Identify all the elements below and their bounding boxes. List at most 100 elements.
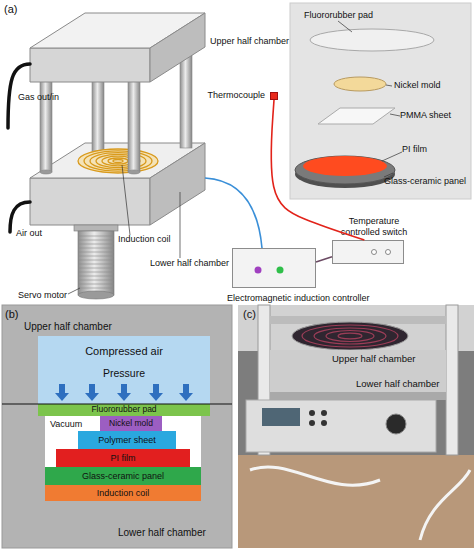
photo-panel [238, 455, 474, 548]
indicator-light [386, 250, 391, 255]
pressure-arrow [149, 384, 163, 401]
exploded-inset [303, 156, 387, 176]
wire-connector [271, 100, 364, 240]
photo-panel [238, 305, 474, 351]
induction-coil-spiral [108, 158, 128, 164]
node-text: PI film [110, 453, 135, 463]
part-label: Upper half chamber [332, 353, 415, 364]
photo-panel [446, 305, 458, 455]
photo-panel [292, 322, 408, 350]
pressure-arrow [179, 384, 193, 401]
part-label: Servo motor [18, 290, 67, 301]
exploded-inset [290, 3, 471, 199]
pressure-arrow [55, 384, 193, 401]
compressed-air-region: Compressed airPressure [38, 336, 210, 404]
node-text: Electromagnetic induction controller [227, 293, 370, 303]
part-label: Lower half chamber [118, 527, 206, 539]
lower-chamber-block [30, 143, 205, 225]
indicator-light [277, 267, 284, 274]
exploded-inset [290, 3, 471, 199]
part-label: PMMA sheet [400, 110, 451, 121]
photo-panel [314, 328, 386, 344]
indicator-light [372, 250, 377, 255]
chamber-seal-line [2, 403, 232, 404]
photo-panel [326, 331, 374, 342]
photo-panel [270, 392, 446, 400]
exploded-inset [334, 77, 386, 91]
part-label: Lower half chamber [356, 378, 439, 389]
thermocouple-sensor: Thermocouple [270, 92, 278, 100]
node-text: Polymer sheet [98, 435, 156, 445]
panel-layer: Glass-ceramic panel [45, 467, 201, 485]
pad-layer: Fluororubber pad [38, 404, 210, 416]
induction-coil-spiral [84, 151, 152, 171]
power-wire [205, 178, 262, 248]
servo-motor-cylinder [74, 225, 118, 299]
upper-chamber-block [150, 13, 205, 82]
part-label: Upper half chamber [24, 321, 112, 333]
induction-coil-spiral [78, 149, 158, 173]
section-panel [45, 416, 201, 467]
exploded-inset [310, 29, 434, 51]
exploded-inset [318, 108, 395, 124]
exploded-inset [295, 156, 395, 184]
part-label: Gas out/in [18, 92, 59, 103]
lower-chamber-block [30, 178, 150, 225]
part-label: PI film [402, 144, 427, 155]
servo-motor-cylinder [78, 231, 114, 295]
front-column [40, 75, 52, 172]
section-panel [2, 305, 232, 548]
part-label: (a) [4, 3, 17, 16]
pressure-arrow [55, 384, 69, 401]
leader-line [68, 288, 80, 294]
photo-panel [338, 333, 362, 339]
photo-panel [321, 410, 327, 416]
part-label: Lower half chamber [150, 258, 229, 269]
node-text: Nickel mold [109, 419, 153, 429]
photo-panel [309, 410, 315, 416]
servo-motor-cylinder [78, 236, 114, 288]
part-label: (c) [243, 308, 256, 321]
node-text: Fluororubber pad [91, 405, 156, 415]
upper-chamber-block [30, 48, 150, 82]
film-layer: PI film [56, 449, 190, 467]
part-label: Fluororubber pad [304, 10, 373, 21]
upper-chamber-block [30, 13, 205, 82]
photo-panel [309, 420, 315, 426]
polymer-layer: Polymer sheet [78, 431, 176, 449]
gas-hose [10, 202, 30, 232]
photo-panel [302, 325, 398, 347]
controller-box: Electromagnetic induction controller [232, 248, 316, 288]
part-label: Vacuum [50, 419, 82, 430]
mold-layer: Nickel mold [100, 416, 162, 431]
induction-coil-spiral [78, 149, 158, 173]
photo-panel [302, 325, 398, 347]
front-column [40, 75, 140, 174]
back-column [180, 55, 192, 148]
leader-line [68, 165, 180, 294]
front-column [128, 170, 140, 174]
induction-coil-spiral [113, 160, 123, 163]
node-text: Glass-ceramic panel [82, 471, 164, 481]
photo-panel [321, 420, 327, 426]
part-label: Nickel mold [394, 80, 441, 91]
photo-panel [238, 305, 474, 548]
node-text: Compressed air [85, 345, 163, 358]
gas-hose [8, 64, 30, 232]
indicator-light [255, 250, 391, 274]
part-label: Induction coil [118, 234, 171, 245]
photo-panel [238, 305, 474, 548]
leader-line [180, 192, 181, 258]
lower-chamber-block [150, 143, 205, 225]
photo-panel [246, 400, 436, 452]
front-column [128, 75, 140, 172]
front-column [40, 170, 52, 174]
indicator-light [255, 267, 262, 274]
photo-panel [386, 414, 406, 434]
node-text: Temperature controlled switch [331, 216, 417, 238]
pressure-arrow [117, 384, 131, 401]
